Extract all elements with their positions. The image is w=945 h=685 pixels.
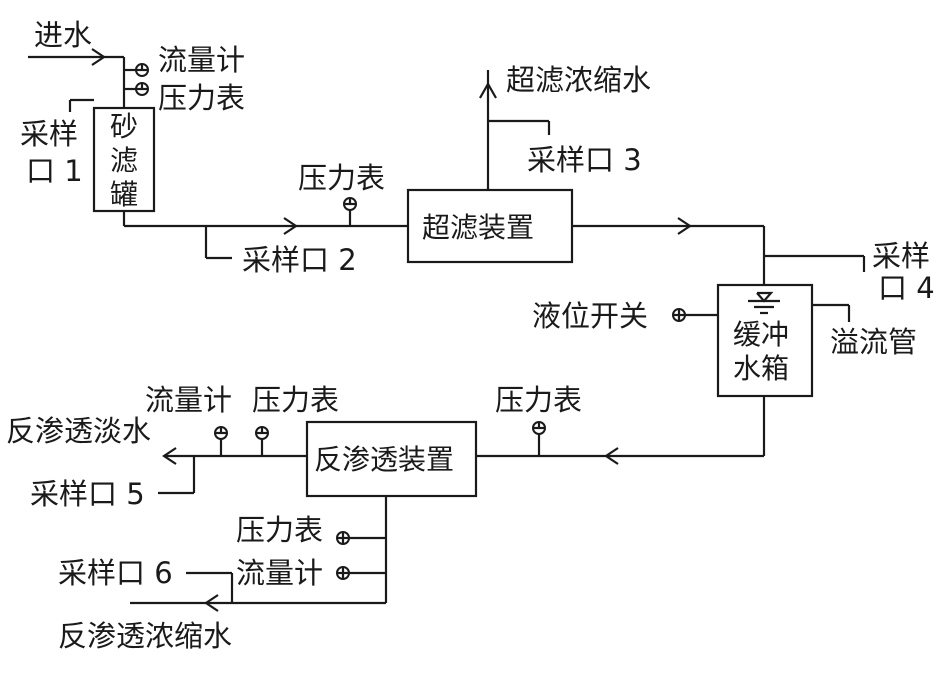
level-switch-icon — [672, 308, 718, 322]
pressure-gauge-3-label: 压力表 — [495, 383, 582, 417]
pressure-gauge-concentrate-label: 压力表 — [236, 513, 323, 547]
sampling-point-4-line — [764, 254, 866, 272]
flowmeter-1-label: 流量计 — [158, 43, 245, 77]
pressure-gauge-2-icon — [343, 197, 357, 226]
level-switch-label: 液位开关 — [532, 299, 648, 333]
buffer-tank-label-1: 缓冲 — [733, 318, 789, 351]
sampling-point-4-line-b: 口 4 — [878, 271, 935, 305]
pressure-gauge-permeate-icon — [255, 426, 269, 456]
inlet-stream — [28, 48, 136, 108]
pressure-gauge-permeate-label: 压力表 — [252, 383, 339, 417]
sampling-point-1-line — [68, 98, 94, 112]
sand-filter-tank — [92, 106, 156, 213]
sampling-point-3-label: 采样口 3 — [527, 143, 642, 177]
sand-filter-label: 砂 滤 罐 — [110, 110, 147, 211]
buffer-to-ro-pipe — [476, 396, 766, 465]
sampling-point-2-line — [204, 226, 232, 260]
flowmeter-concentrate-label: 流量计 — [236, 556, 323, 590]
ro-concentrate-stream — [130, 496, 388, 612]
buffer-tank-label: 缓冲 水箱 — [733, 318, 798, 385]
sampling-point-3-line — [488, 119, 551, 135]
flowmeter-1-icon — [135, 63, 149, 77]
flowmeter-permeate-icon — [214, 426, 228, 456]
sampling-point-1-line-b: 口 1 — [26, 154, 83, 188]
sampling-point-1-label: 采样 口 1 — [20, 117, 87, 188]
flowmeter-permeate-label: 流量计 — [145, 383, 232, 417]
ro-unit-box — [305, 420, 478, 498]
ro-unit-label: 反渗透装置 — [314, 443, 454, 476]
sand-filter-label-2: 滤 — [110, 144, 138, 177]
buffer-tank-box — [716, 283, 814, 398]
pressure-gauge-concentrate-icon — [336, 531, 386, 545]
ro-concentrate-label: 反渗透浓缩水 — [58, 619, 232, 653]
sampling-point-6-label: 采样口 6 — [58, 556, 173, 590]
sand-filter-label-3: 罐 — [110, 178, 138, 211]
pressure-gauge-1-label: 压力表 — [158, 81, 245, 115]
sampling-point-1-line-a: 采样 — [20, 117, 78, 151]
sampling-point-5-label: 采样口 5 — [30, 477, 145, 511]
flowmeter-concentrate-icon — [336, 566, 386, 580]
pressure-gauge-2-label: 压力表 — [298, 161, 385, 195]
ro-permeate-stream — [162, 447, 307, 465]
ro-permeate-label: 反渗透淡水 — [6, 414, 151, 448]
sand-filter-label-1: 砂 — [110, 110, 138, 143]
sand-filter-to-uf-pipe — [122, 211, 408, 235]
sampling-point-5-line — [158, 456, 196, 495]
sampling-point-6-line — [186, 571, 234, 603]
overflow-label: 溢流管 — [830, 325, 917, 359]
buffer-tank-label-2: 水箱 — [733, 352, 789, 385]
pressure-gauge-1-icon — [135, 82, 149, 96]
sampling-point-2-label: 采样口 2 — [242, 243, 357, 277]
inlet-label: 进水 — [34, 18, 92, 52]
uf-concentrate-stream — [479, 70, 497, 190]
water-level-icon — [748, 291, 780, 315]
overflow-pipe — [812, 303, 851, 322]
pressure-gauge-3-icon — [532, 421, 546, 456]
sampling-point-4-line-a: 采样 — [872, 239, 930, 273]
uf-concentrate-label: 超滤浓缩水 — [506, 63, 651, 97]
uf-unit-label: 超滤装置 — [422, 211, 534, 244]
sampling-point-4-label: 采样 口 4 — [872, 239, 939, 305]
uf-unit-box — [406, 188, 574, 264]
uf-to-buffer-pipe — [572, 217, 766, 293]
